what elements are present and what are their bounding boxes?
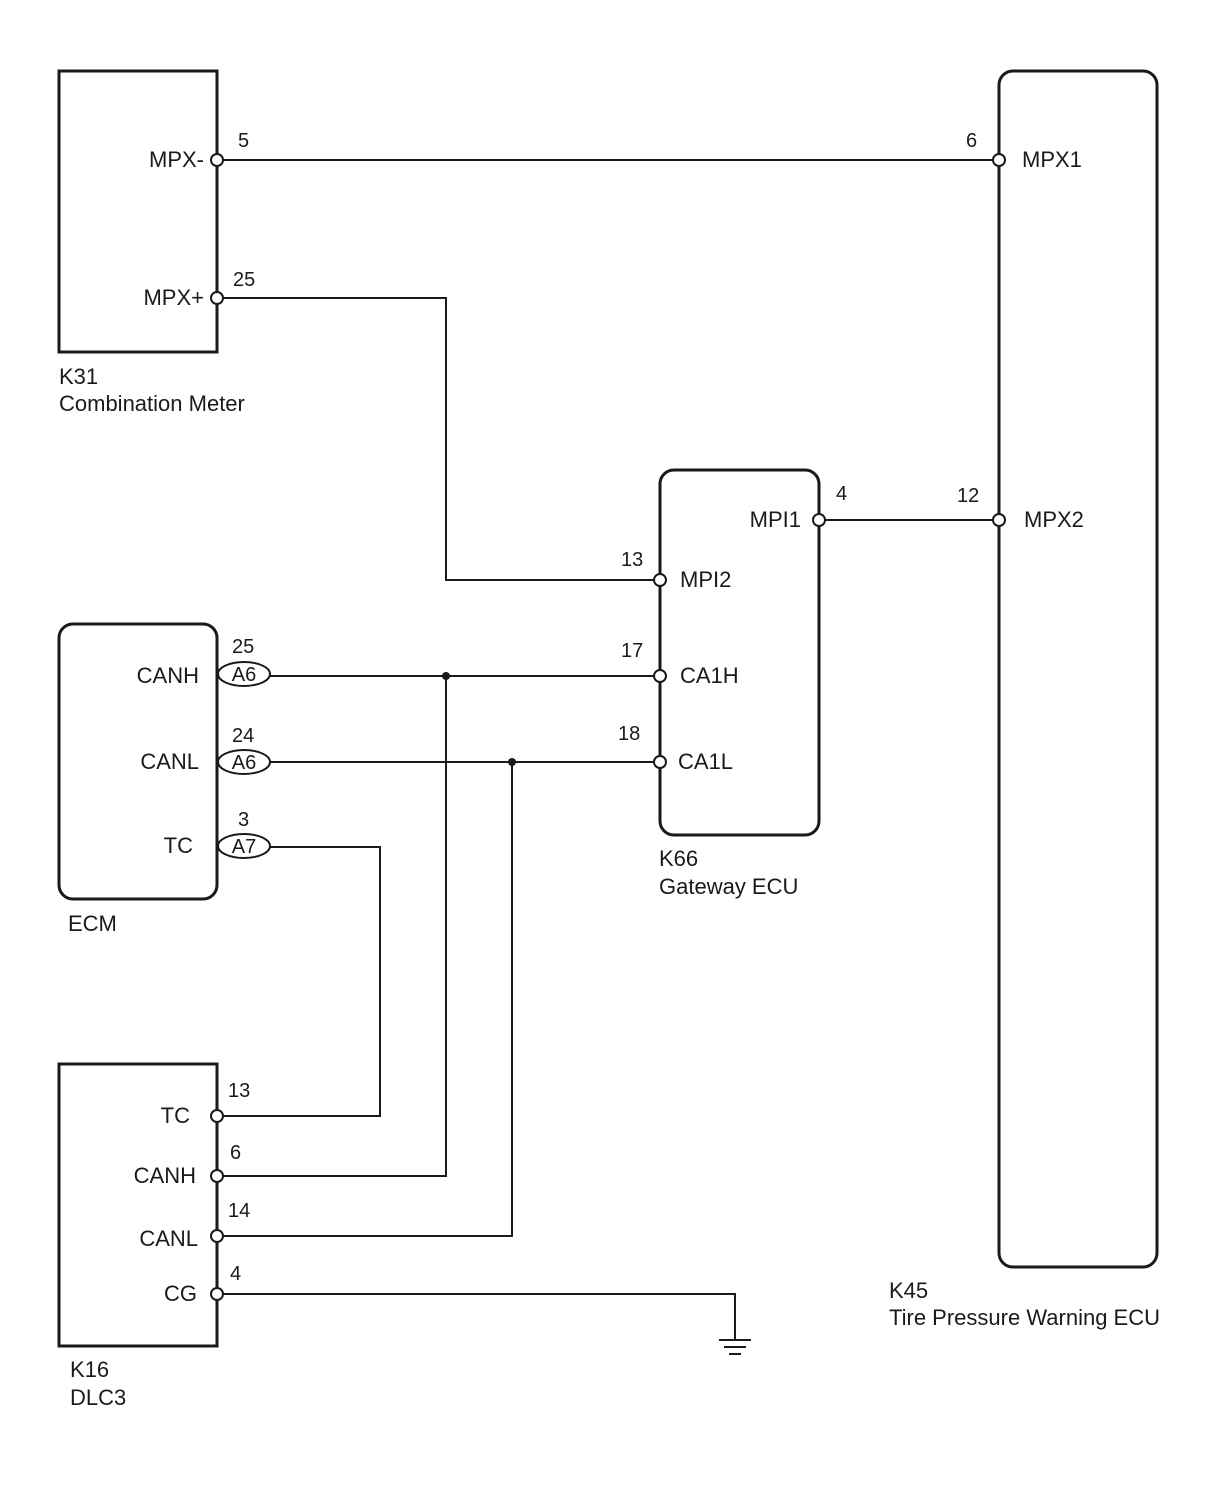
k45-tpws-ecu-box [997,69,1159,1269]
k16-component-name: DLC3 [70,1385,126,1410]
k66-mpi2-terminal [653,573,667,587]
k16-canl-pin-label: CANL [139,1226,198,1251]
k31-component-id: K31 [59,364,98,389]
ecm-tc-pin-number: 3 [238,809,249,831]
ecm-tc-connector-label: A7 [232,836,256,858]
k66-mpi1-pin-label: MPI1 [750,507,801,532]
ecm-canh-connector-oval [217,661,271,687]
k66-mpi1-pin-number: 4 [836,483,847,505]
k16-tc-terminal [210,1109,224,1123]
ecm-canh-pin-number: 25 [232,636,254,658]
k16-component-id: K16 [70,1357,109,1382]
ecm-component-name: ECM [68,911,117,936]
wire-canl-splice-to-dlc3-canl [217,762,513,1237]
k45-mpx1-pin-number: 6 [966,130,977,152]
k45-component-id: K45 [889,1278,928,1303]
k31-mpx-plus-pin-label: MPX+ [143,285,204,310]
ecm-canh-connector-label: A6 [232,664,256,686]
ecm-canl-connector-label: A6 [232,752,256,774]
k31-combination-meter-box [57,69,219,354]
ecm-canl-pin-number: 24 [232,725,254,747]
wire-mpx-plus-to-mpi2 [217,297,660,581]
k66-ca1l-pin-number: 18 [618,723,640,745]
k66-component-name: Gateway ECU [659,874,798,899]
k45-component-name: Tire Pressure Warning ECU [889,1305,1160,1330]
ecm-tc-pin-label: TC [164,833,193,858]
k31-mpx-minus-pin-number: 5 [238,130,249,152]
canh-splice-dot [442,672,450,680]
k31-mpx-plus-terminal [210,291,224,305]
k16-cg-terminal [210,1287,224,1301]
k66-ca1h-terminal [653,669,667,683]
k66-ca1h-pin-label: CA1H [680,663,739,688]
k45-mpx2-terminal [992,513,1006,527]
k16-tc-pin-number: 13 [228,1080,250,1102]
k66-gateway-ecu-box [658,468,821,837]
ecm-box [57,622,219,901]
k31-mpx-minus-pin-label: MPX- [149,147,204,172]
ecm-canl-connector-oval [217,749,271,775]
k16-dlc3-box [57,1062,219,1348]
k66-mpi2-pin-label: MPI2 [680,567,731,592]
ecm-canh-pin-label: CANH [137,663,199,688]
k45-mpx2-pin-label: MPX2 [1024,507,1084,532]
k31-component-name: Combination Meter [59,391,245,416]
k66-mpi1-terminal [812,513,826,527]
k16-tc-pin-label: TC [161,1103,190,1128]
k66-ca1l-terminal [653,755,667,769]
k45-mpx1-terminal [992,153,1006,167]
ecm-tc-connector-oval [217,833,271,859]
wire-canh-splice-to-dlc3-canh [217,676,447,1177]
k16-canh-pin-number: 6 [230,1142,241,1164]
ground-symbol [719,1339,751,1355]
wire-ecm-tc-to-dlc3-tc [217,846,381,1117]
k31-mpx-plus-pin-number: 25 [233,269,255,291]
k45-mpx1-pin-label: MPX1 [1022,147,1082,172]
k16-cg-pin-label: CG [164,1281,197,1306]
k31-mpx-minus-terminal [210,153,224,167]
k45-mpx2-pin-number: 12 [957,485,979,507]
k66-ca1h-pin-number: 17 [621,640,643,662]
canl-splice-dot [508,758,516,766]
k16-canh-terminal [210,1169,224,1183]
ecm-canl-pin-label: CANL [140,749,199,774]
k16-cg-pin-number: 4 [230,1263,241,1285]
k16-canh-pin-label: CANH [134,1163,196,1188]
k16-canl-terminal [210,1229,224,1243]
k66-component-id: K66 [659,846,698,871]
k66-mpi2-pin-number: 13 [621,549,643,571]
k66-ca1l-pin-label: CA1L [678,749,733,774]
k16-canl-pin-number: 14 [228,1200,250,1222]
wire-cg-to-ground [217,1293,736,1340]
